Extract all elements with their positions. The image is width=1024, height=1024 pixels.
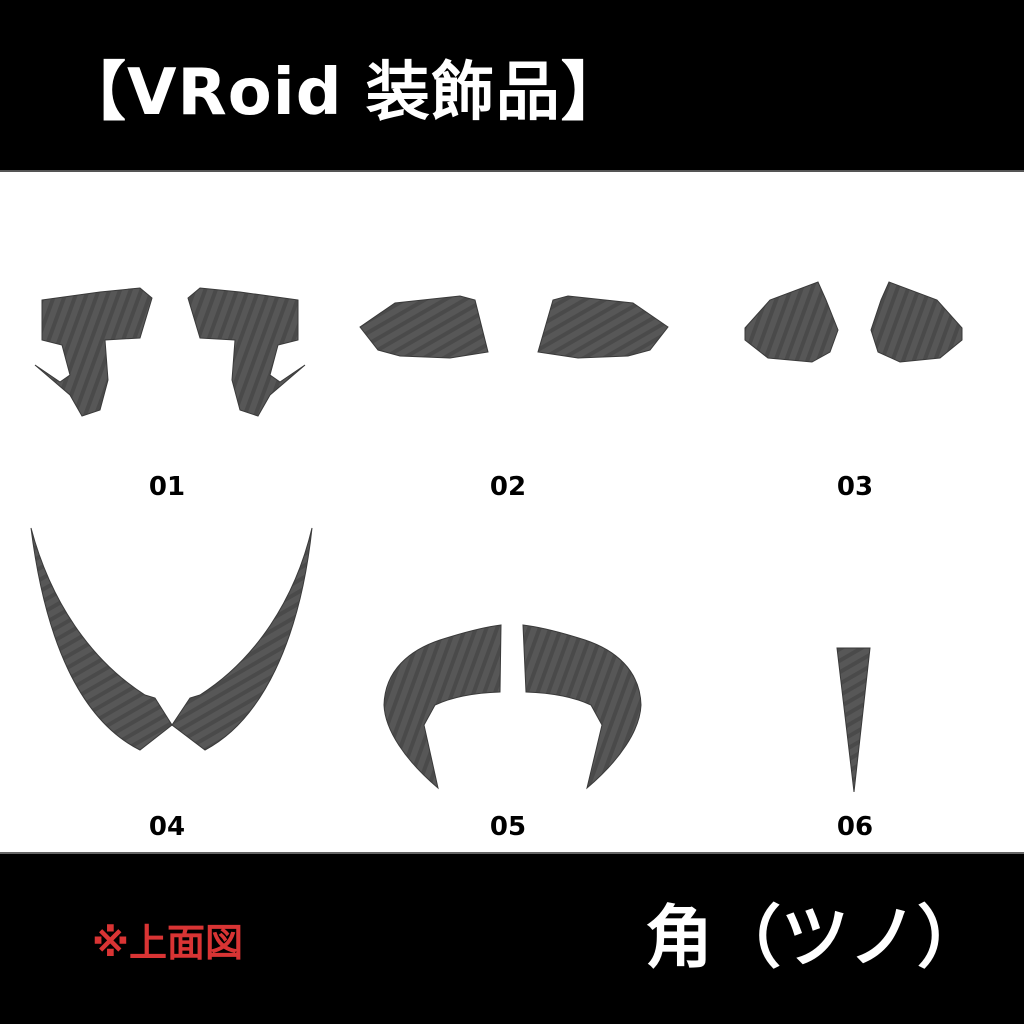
item-label: 05: [489, 812, 527, 842]
page-title: 【VRoid 装飾品】: [62, 56, 626, 130]
item-label: 02: [489, 472, 527, 502]
footer-bar: ※上面図 角（ツノ）: [0, 852, 1024, 1024]
item-label: 04: [148, 812, 186, 842]
category-title: 角（ツノ）: [645, 899, 986, 978]
item-label: 01: [148, 472, 186, 502]
header-bar: 【VRoid 装飾品】: [0, 0, 1024, 172]
item-label: 06: [836, 812, 874, 842]
top-view-note: ※上面図: [92, 921, 243, 965]
item-label: 03: [836, 472, 874, 502]
